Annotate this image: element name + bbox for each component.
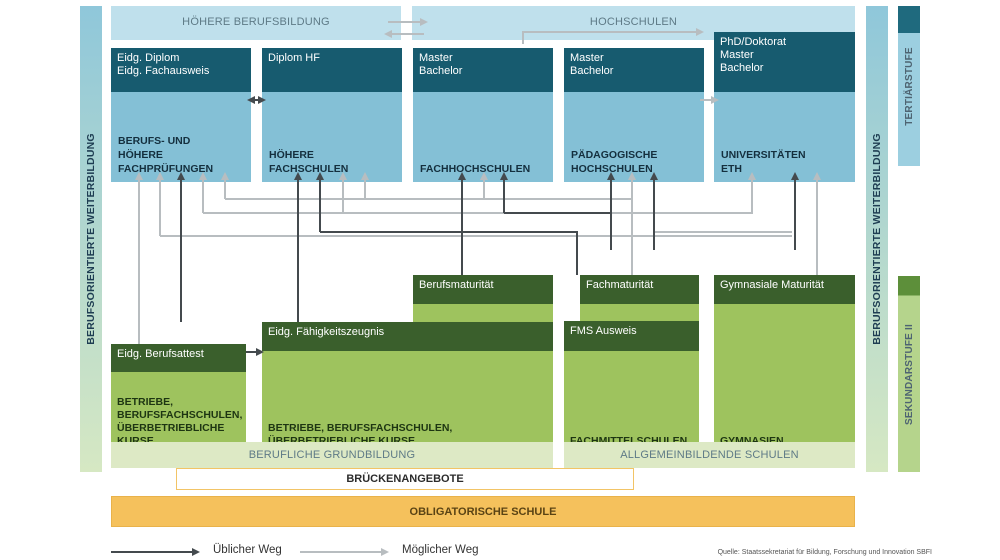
left-side-bar: BERUFSORIENTIERTE WEITERBILDUNG	[80, 6, 102, 472]
possible-path	[203, 172, 756, 214]
fms-body: FACHMITTELSCHULEN	[564, 351, 699, 454]
tertiary-stage-bar: TERTIÄRSTUFE	[898, 6, 920, 166]
fms-block: FMS Ausweis FACHMITTELSCHULEN	[564, 321, 699, 454]
vet-band-label: BERUFLICHE GRUNDBILDUNG	[248, 449, 416, 461]
fachmaturitaet-label: Fachmaturität	[580, 275, 699, 304]
berufsattest-name: BETRIEBE, BERUFSFACHSCHULEN, ÜBERBETRIEB…	[117, 396, 243, 447]
institution-body: BERUFS- UND HÖHERE FACHPRÜFUNGEN	[111, 92, 251, 182]
general-education-label: ALLGEMEINBILDENDE SCHULEN	[620, 449, 799, 461]
degree-label: Master Bachelor	[413, 48, 553, 92]
vet-band: BERUFLICHE GRUNDBILDUNG	[111, 442, 553, 468]
institution-name: HÖHERE FACHSCHULEN	[269, 149, 349, 175]
possible-paths	[135, 18, 821, 344]
degree-label: PhD/Doktorat Master Bachelor	[714, 32, 855, 92]
source-note: Quelle: Staatssekretariat für Bildung, F…	[717, 549, 932, 556]
bridge-offers-label: BRÜCKENANGEBOTE	[346, 473, 464, 485]
higher-vet-label: HÖHERE BERUFSBILDUNG	[182, 15, 330, 28]
institution-berufs-fachpruefungen: Eidg. Diplom Eidg. Fachausweis BERUFS- U…	[111, 48, 251, 182]
berufsmaturitaet-label: Berufsmaturität	[413, 275, 553, 304]
institution-hoehere-fachschulen: Diplom HF HÖHERE FACHSCHULEN	[262, 48, 402, 182]
institution-universitaeten: PhD/Doktorat Master Bachelor UNIVERSITÄT…	[714, 32, 855, 182]
degree-label: Diplom HF	[262, 48, 402, 92]
degree-label: Eidg. Diplom Eidg. Fachausweis	[111, 48, 251, 92]
right-side-bar: BERUFSORIENTIERTE WEITERBILDUNG	[866, 6, 888, 472]
bridge-offers-box: BRÜCKENANGEBOTE	[176, 468, 634, 490]
institution-fachhochschulen: Master Bachelor FACHHOCHSCHULEN	[413, 48, 553, 182]
berufsattest-label: Eidg. Berufsattest	[111, 344, 246, 372]
berufsattest-block: Eidg. Berufsattest BETRIEBE, BERUFSFACHS…	[111, 344, 246, 454]
institution-body: FACHHOCHSCHULEN	[413, 92, 553, 182]
possible-path	[225, 172, 636, 200]
institution-body: UNIVERSITÄTEN ETH	[714, 92, 855, 182]
faehigkeitszeugnis-block: Eidg. Fähigkeitszeugnis BETRIEBE, BERUFS…	[262, 322, 553, 454]
legend-usual-label: Üblicher Weg	[213, 544, 282, 556]
institution-body: PÄDAGOGISCHE HOCHSCHULEN	[564, 92, 704, 182]
degree-label: Master Bachelor	[564, 48, 704, 92]
legend-possible-label: Möglicher Weg	[402, 544, 479, 556]
institution-paedagogische-hochschulen: Master Bachelor PÄDAGOGISCHE HOCHSCHULEN	[564, 48, 704, 182]
gymnasiale-maturitaet-label: Gymnasiale Maturität	[714, 275, 855, 304]
possible-path	[522, 28, 704, 44]
usual-path	[504, 172, 615, 214]
institution-name: UNIVERSITÄTEN ETH	[721, 149, 806, 175]
compulsory-school-box: OBLIGATORISCHE SCHULE	[111, 496, 855, 527]
faehigkeitszeugnis-body: BETRIEBE, BERUFSFACHSCHULEN, ÜBERBETRIEB…	[262, 351, 553, 454]
berufsattest-body: BETRIEBE, BERUFSFACHSCHULEN, ÜBERBETRIEB…	[111, 372, 246, 454]
general-education-band: ALLGEMEINBILDENDE SCHULEN	[564, 442, 855, 468]
usual-paths	[177, 96, 799, 356]
usual-path	[320, 231, 578, 275]
faehigkeitszeugnis-label: Eidg. Fähigkeitszeugnis	[262, 322, 553, 351]
possible-path	[653, 231, 792, 250]
compulsory-school-label: OBLIGATORISCHE SCHULE	[409, 505, 557, 518]
secondary-stage-bar: SEKUNDARSTUFE II	[898, 276, 920, 472]
universities-label: HOCHSCHULEN	[589, 15, 678, 28]
institution-body: HÖHERE FACHSCHULEN	[262, 92, 402, 182]
higher-vet-band: HÖHERE BERUFSBILDUNG	[111, 6, 401, 40]
fms-label: FMS Ausweis	[564, 321, 699, 351]
